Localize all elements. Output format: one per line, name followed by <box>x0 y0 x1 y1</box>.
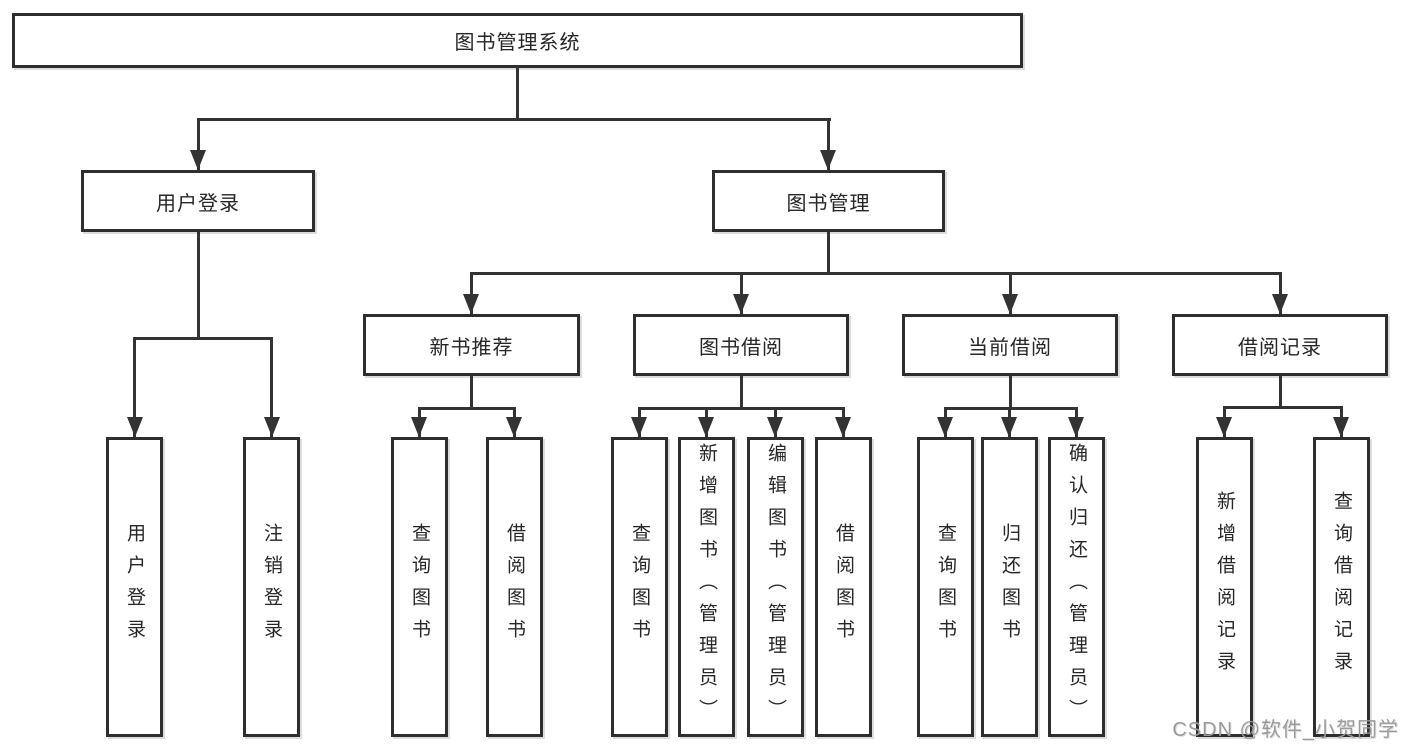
leaf-bb-query-book-box: 查询图书 <box>611 437 668 737</box>
leaf-logout-box: 注销登录 <box>243 437 300 737</box>
connector-to-borrow-records <box>1279 272 1282 314</box>
leaf-user-login-box: 用户登录 <box>106 437 163 737</box>
node-borrow-records-label: 借阅记录 <box>1238 336 1322 359</box>
connector-new-book-stem <box>470 376 473 407</box>
leaf-cb-query-book-box: 查询图书 <box>917 437 974 737</box>
node-book-management-label: 图书管理 <box>786 192 871 215</box>
connector-book-borrow-rail <box>638 407 845 410</box>
connector-to-leaf-logout <box>270 337 273 437</box>
leaf-nb-query-book-box: 查询图书 <box>391 437 448 737</box>
connector-to-user-login <box>197 118 200 170</box>
node-book-borrow-label: 图书借阅 <box>699 336 783 359</box>
leaf-cb-return-book-label: 归还图书 <box>999 523 1020 651</box>
arrow-down-icon <box>506 417 522 437</box>
connector-current-borrow-stem <box>1009 376 1012 407</box>
arrow-down-icon <box>1068 417 1084 437</box>
leaf-bb-edit-book-label: 编辑图书（管理员） <box>765 443 786 731</box>
arrow-down-icon <box>698 417 714 437</box>
connector-borrow-records-stem <box>1279 376 1282 406</box>
leaf-bb-borrow-book-label: 借阅图书 <box>833 523 854 651</box>
arrow-down-icon <box>767 417 783 437</box>
connector-level2-rail <box>470 272 1282 275</box>
arrow-down-icon <box>1002 294 1018 314</box>
leaf-br-add-record-label: 新增借阅记录 <box>1214 491 1235 683</box>
connector-level1-rail <box>197 118 831 121</box>
leaf-br-query-record-label: 查询借阅记录 <box>1331 491 1352 683</box>
arrow-down-icon <box>835 417 851 437</box>
leaf-bb-borrow-book-box: 借阅图书 <box>815 437 872 737</box>
connector-to-book-borrow <box>740 272 743 314</box>
node-current-borrow-label: 当前借阅 <box>968 336 1052 359</box>
arrow-down-icon <box>820 150 836 170</box>
connector-to-leaf-login <box>133 337 136 437</box>
connector-book-management-stem <box>827 232 830 272</box>
arrow-down-icon <box>631 417 647 437</box>
connector-borrow-records-rail <box>1223 406 1343 409</box>
connector-book-borrow-stem <box>740 376 743 407</box>
connector-to-book-management <box>827 118 830 170</box>
node-current-borrow-box: 当前借阅 <box>902 314 1118 376</box>
node-book-borrow-box: 图书借阅 <box>633 314 849 376</box>
connector-new-book-rail <box>418 407 516 410</box>
leaf-nb-borrow-book-label: 借阅图书 <box>504 523 525 651</box>
arrow-down-icon <box>1333 417 1349 437</box>
connector-root-stem <box>516 66 519 118</box>
leaf-user-login-label: 用户登录 <box>124 523 145 651</box>
node-root-label: 图书管理系统 <box>454 32 581 54</box>
arrow-down-icon <box>733 294 749 314</box>
csdn-watermark: CSDN @软件_小贺同学 <box>1172 719 1399 741</box>
arrow-down-icon <box>463 294 479 314</box>
connector-to-current-borrow <box>1009 272 1012 314</box>
arrow-down-icon <box>264 417 280 437</box>
leaf-cb-confirm-return-label: 确认归还（管理员） <box>1066 443 1087 731</box>
arrow-down-icon <box>411 417 427 437</box>
node-new-book-recommend-label: 新书推荐 <box>429 336 514 359</box>
arrow-down-icon <box>1272 294 1288 314</box>
node-borrow-records-box: 借阅记录 <box>1172 314 1388 376</box>
connector-to-new-book <box>470 272 473 314</box>
leaf-bb-add-book-box: 新增图书（管理员） <box>678 437 735 737</box>
connector-user-login-rail <box>133 337 273 340</box>
leaf-logout-label: 注销登录 <box>261 523 282 651</box>
connector-current-borrow-rail <box>944 407 1078 410</box>
arrow-down-icon <box>127 417 143 437</box>
leaf-br-query-record-box: 查询借阅记录 <box>1313 437 1370 737</box>
arrow-down-icon <box>1001 417 1017 437</box>
arrow-down-icon <box>190 150 206 170</box>
node-user-login-group-box: 用户登录 <box>81 170 315 232</box>
leaf-bb-add-book-label: 新增图书（管理员） <box>696 443 717 731</box>
leaf-cb-confirm-return-box: 确认归还（管理员） <box>1048 437 1105 737</box>
leaf-cb-query-book-label: 查询图书 <box>935 523 956 651</box>
leaf-bb-query-book-label: 查询图书 <box>629 523 650 651</box>
node-book-management-box: 图书管理 <box>712 170 945 232</box>
arrow-down-icon <box>1216 417 1232 437</box>
leaf-cb-return-book-box: 归还图书 <box>981 437 1038 737</box>
node-root-box: 图书管理系统 <box>12 13 1023 68</box>
leaf-br-add-record-box: 新增借阅记录 <box>1196 437 1253 737</box>
leaf-nb-query-book-label: 查询图书 <box>409 523 430 651</box>
leaf-bb-edit-book-box: 编辑图书（管理员） <box>747 437 804 737</box>
node-user-login-group-label: 用户登录 <box>156 192 240 215</box>
leaf-nb-borrow-book-box: 借阅图书 <box>486 437 543 737</box>
arrow-down-icon <box>937 417 953 437</box>
node-new-book-recommend-box: 新书推荐 <box>363 314 580 376</box>
connector-user-login-stem <box>197 232 200 337</box>
